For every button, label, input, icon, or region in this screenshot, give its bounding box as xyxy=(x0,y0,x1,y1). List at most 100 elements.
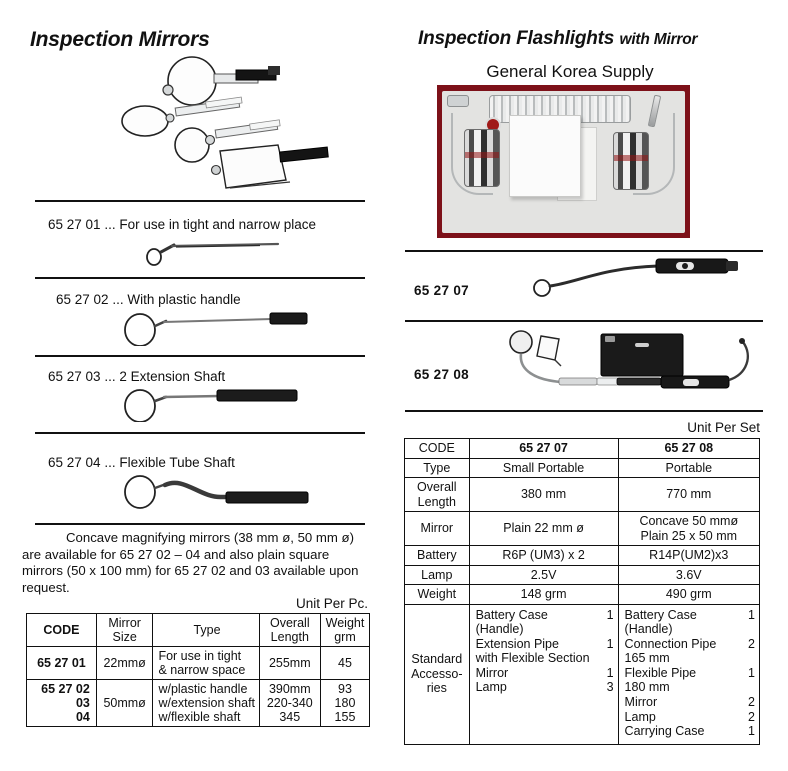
brand-name: General Korea Supply xyxy=(486,62,654,81)
unit-per-pc-label: Unit Per Pc. xyxy=(295,596,368,611)
accessory-name: Mirror xyxy=(475,665,509,680)
label-separator: ... xyxy=(104,455,116,470)
accessory-name: Battery Case xyxy=(475,607,548,622)
product-illustration-65-27-01 xyxy=(140,238,300,266)
accessory-qty: 2 xyxy=(748,709,755,724)
product-label-65-27-03: 65 27 03 ... 2 Extension Shaft xyxy=(48,369,225,384)
mirrors-hero-illustration xyxy=(110,52,382,197)
divider-mirrors-4 xyxy=(35,432,365,434)
accessory-qty xyxy=(745,622,755,637)
product-code-65-27-01: 65 27 01 xyxy=(48,217,101,232)
row-label-code: CODE xyxy=(404,438,470,459)
page-title-mirrors: Inspection Mirrors xyxy=(30,28,210,51)
accessory-item: Lamp 2 xyxy=(625,710,755,725)
accessory-item: 165 mm xyxy=(625,651,755,666)
page-title-main: Inspection Flashlights xyxy=(418,28,615,49)
accessory-qty: 1 xyxy=(748,665,755,680)
product-desc-65-27-04: Flexible Tube Shaft xyxy=(119,455,235,470)
table-row-code: CODE 65 27 07 65 27 08 xyxy=(404,438,761,459)
accessory-qty: 1 xyxy=(748,724,755,739)
cell-overall-length: 390mm 220-340 345 xyxy=(258,679,321,727)
photo-label-band xyxy=(614,155,648,161)
cell-type: For use in tight & narrow space xyxy=(152,646,260,680)
accessory-name: 180 mm xyxy=(624,680,670,695)
col-header-weight: Weight grm xyxy=(319,613,371,647)
divider-mirrors-3 xyxy=(35,355,365,357)
col-header-code: CODE xyxy=(26,613,97,647)
cell-weight: 93 180 155 xyxy=(319,679,371,727)
photo-flexible-cable-left xyxy=(451,113,493,195)
cell-mirror-size: 50mmø xyxy=(95,679,154,727)
table-row-battery: Battery R6P (UM3) x 2 R14P(UM2)x3 xyxy=(404,545,761,566)
inspection-mirrors-column: Inspection Mirrors xyxy=(22,28,382,727)
accessory-name: Flexible Pipe xyxy=(624,665,697,680)
row-label-battery: Battery xyxy=(404,545,470,566)
photo-flashlight-body-left xyxy=(464,129,500,187)
cell-battery-65-27-07: R6P (UM3) x 2 xyxy=(468,545,619,566)
label-separator: ... xyxy=(104,217,116,232)
accessory-qty: 1 xyxy=(606,607,614,622)
accessory-qty xyxy=(604,651,614,666)
accessory-item: with Flexible Section xyxy=(476,651,614,666)
accessory-qty: 1 xyxy=(748,607,755,622)
divider-flash-3 xyxy=(405,410,763,412)
product-desc-65-27-02: With plastic handle xyxy=(127,292,241,307)
product-illustration-65-27-04 xyxy=(122,474,317,516)
divider-flash-2 xyxy=(405,320,763,322)
product-illustration-65-27-02 xyxy=(122,310,312,346)
accessory-name: Lamp xyxy=(624,709,656,724)
table-row-weight: Weight 148 grm 490 grm xyxy=(404,584,761,605)
accessory-name: Battery Case xyxy=(624,607,697,622)
col-header-overall-length: Overall Length xyxy=(258,613,321,647)
cell-code: 65 27 02 03 04 xyxy=(26,679,97,727)
photo-flexible-cable-right xyxy=(633,113,675,195)
table-row: 65 27 02 03 04 50mmø w/plastic handle w/… xyxy=(26,679,371,727)
mirrors-spec-table: CODE Mirror Size Type Overall Length Wei xyxy=(26,613,371,727)
cell-length-65-27-08: 770 mm xyxy=(617,477,761,512)
cell-lamp-65-27-07: 2.5V xyxy=(468,564,619,585)
product-illustration-65-27-07 xyxy=(530,258,745,300)
product-desc-65-27-03: 2 Extension Shaft xyxy=(119,369,226,384)
product-illustration-65-27-08 xyxy=(505,330,755,396)
cell-lamp-65-27-08: 3.6V xyxy=(617,564,761,585)
accessory-name: Lamp xyxy=(475,680,507,695)
cell-mirror-65-27-08: Concave 50 mmø Plain 25 x 50 mm xyxy=(617,511,761,546)
accessory-name: with Flexible Section xyxy=(475,651,590,666)
cell-type-65-27-08: Portable xyxy=(617,457,761,478)
divider-mirrors-5 xyxy=(35,523,365,525)
flashlight-kit-photo xyxy=(437,85,690,238)
row-label-lamp: Lamp xyxy=(404,564,470,585)
table-row-lamp: Lamp 2.5V 3.6V xyxy=(404,564,761,585)
product-label-65-27-04: 65 27 04 ... Flexible Tube Shaft xyxy=(48,455,235,470)
accessory-qty xyxy=(604,622,614,637)
photo-wing-fitting xyxy=(447,95,469,107)
cell-code-65-27-08: 65 27 08 xyxy=(617,438,761,459)
accessory-qty: 2 xyxy=(748,695,755,710)
divider-mirrors-1 xyxy=(35,200,365,202)
product-code-65-27-03: 65 27 03 xyxy=(48,369,101,384)
accessory-qty xyxy=(745,680,755,695)
divider-flash-1 xyxy=(405,250,763,252)
cell-length-65-27-07: 380 mm xyxy=(468,477,619,512)
cell-type: w/plastic handle w/extension shaft w/fle… xyxy=(152,679,260,727)
accessory-qty: 1 xyxy=(606,636,614,651)
accessory-item: (Handle) xyxy=(625,622,755,637)
flashlights-spec-table: CODE 65 27 07 65 27 08 Type Small Portab… xyxy=(404,438,761,745)
product-code-65-27-08: 65 27 08 xyxy=(414,367,469,382)
divider-mirrors-2 xyxy=(35,277,365,279)
cell-type-65-27-07: Small Portable xyxy=(468,457,619,478)
cell-code-65-27-07: 65 27 07 xyxy=(468,438,619,459)
unit-per-set-label: Unit Per Set xyxy=(687,420,760,435)
page-title-flashlights: Inspection Flashlights with Mirror xyxy=(418,28,698,50)
